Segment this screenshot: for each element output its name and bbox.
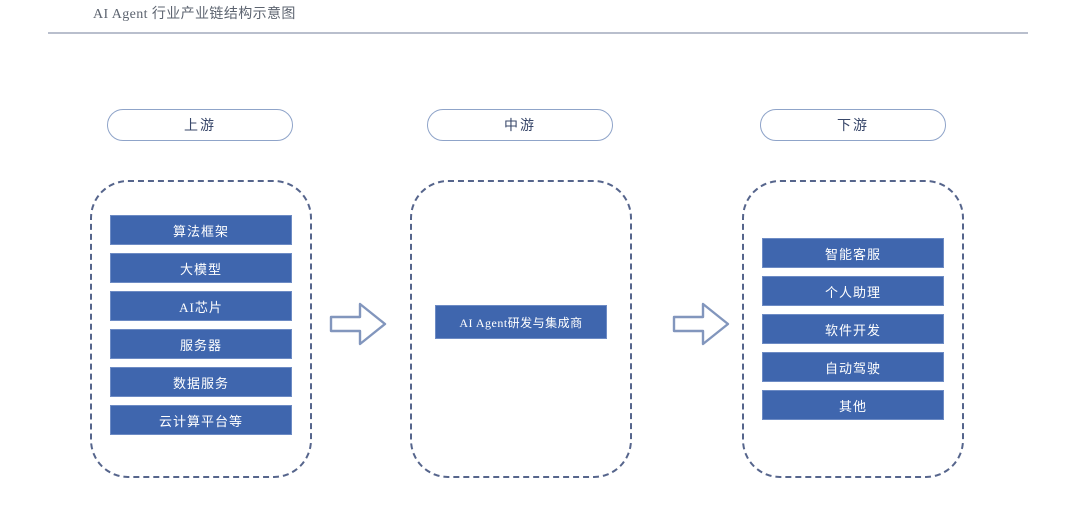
stage-container-upstream: [90, 180, 312, 478]
upstream-item: 服务器: [110, 329, 292, 359]
downstream-item-list: 智能客服 个人助理 软件开发 自动驾驶 其他: [762, 238, 944, 420]
downstream-item: 软件开发: [762, 314, 944, 344]
arrow-right-icon: [329, 300, 387, 348]
upstream-item: 算法框架: [110, 215, 292, 245]
stage-label-upstream: 上游: [107, 109, 293, 141]
stage-container-midstream: [410, 180, 632, 478]
upstream-item: 大模型: [110, 253, 292, 283]
stage-container-downstream: [742, 180, 964, 478]
downstream-item: 其他: [762, 390, 944, 420]
stage-label-midstream: 中游: [427, 109, 613, 141]
midstream-item: AI Agent研发与集成商: [435, 305, 607, 339]
downstream-item: 智能客服: [762, 238, 944, 268]
downstream-item: 自动驾驶: [762, 352, 944, 382]
arrow-right-icon: [672, 300, 730, 348]
title-divider: [48, 32, 1028, 34]
upstream-item-list: 算法框架 大模型 AI芯片 服务器 数据服务 云计算平台等: [110, 215, 292, 435]
upstream-item: 数据服务: [110, 367, 292, 397]
upstream-item: 云计算平台等: [110, 405, 292, 435]
downstream-item: 个人助理: [762, 276, 944, 306]
page-title: AI Agent 行业产业链结构示意图: [93, 7, 296, 22]
upstream-item: AI芯片: [110, 291, 292, 321]
stage-label-downstream: 下游: [760, 109, 946, 141]
